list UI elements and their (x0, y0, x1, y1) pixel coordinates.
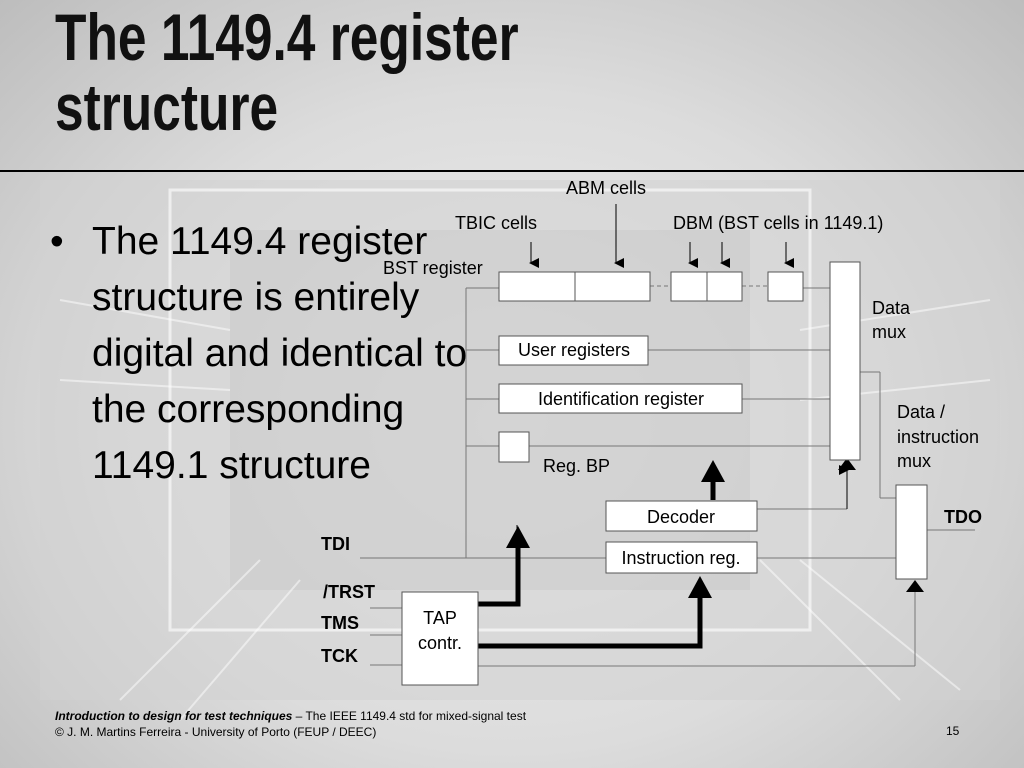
slide-title-line-1: The 1149.4 register (55, 0, 519, 74)
bypass-register-box (498, 431, 530, 463)
abm-cell (574, 271, 651, 302)
page-number: 15 (946, 724, 960, 738)
dbm-cells-label: DBM (BST cells in 1149.1) (673, 213, 883, 233)
decoder-box (605, 500, 758, 532)
data-mux-label-line-2: mux (872, 322, 906, 342)
instruction-reg-label: Instruction reg. (621, 548, 740, 568)
decoder-to-mux-arrowhead (838, 458, 856, 470)
tap-to-tdi-arrowhead (506, 526, 530, 548)
footer-line-1: Introduction to design for test techniqu… (55, 708, 526, 724)
footer-course: Introduction to design for test techniqu… (55, 709, 293, 723)
tap-controller-label-line-2: contr. (418, 633, 462, 653)
signal-lines (360, 285, 975, 667)
tdo-label: TDO (944, 507, 982, 527)
trst-label: /TRST (323, 582, 375, 602)
dbm-cell-2 (706, 271, 743, 302)
footer-separator: – (292, 709, 306, 723)
pointer-arrows (529, 204, 916, 590)
slide-footer: Introduction to design for test techniqu… (55, 708, 526, 740)
data-instruction-mux-box (895, 484, 928, 580)
slide-title-line-2: structure (55, 70, 279, 144)
tap-controller-label-line-1: TAP (423, 608, 457, 628)
user-registers-label: User registers (518, 340, 630, 360)
bst-register-cells (498, 271, 804, 302)
identification-register-box (498, 383, 743, 414)
data-instruction-mux-label-line-1: Data / (897, 402, 945, 422)
bst-register-label: BST register (383, 258, 483, 278)
dbm-cell-3 (767, 271, 804, 302)
tms-label: TMS (321, 613, 359, 633)
title-divider (0, 170, 1024, 172)
data-mux-box (829, 261, 861, 461)
dbm-cell-1 (670, 271, 708, 302)
tap-to-mux-arrowhead (906, 580, 924, 592)
data-instruction-mux-label-line-2: instruction (897, 427, 979, 447)
footer-copyright: © J. M. Martins Ferreira - University of… (55, 725, 377, 739)
tbic-cells-label: TBIC cells (455, 213, 537, 233)
user-registers-box (498, 335, 649, 366)
tap-to-instruction-arrowhead (688, 576, 712, 598)
tbic-cell (498, 271, 576, 302)
tap-controller-box (401, 591, 479, 686)
slide-title: The 1149.4 register structure (55, 2, 519, 142)
identification-register-label: Identification register (538, 389, 704, 409)
data-instruction-mux-label-line-3: mux (897, 451, 931, 471)
footer-topic: The IEEE 1149.4 std for mixed-signal tes… (305, 709, 527, 723)
decoder-to-bp-arrowhead (701, 460, 725, 482)
tdi-label: TDI (321, 534, 350, 554)
decoder-label: Decoder (647, 507, 715, 527)
data-mux-label-line-1: Data (872, 298, 911, 318)
reg-bp-label: Reg. BP (543, 456, 610, 476)
bullet-marker: • (50, 220, 64, 263)
abm-cells-label: ABM cells (566, 178, 646, 198)
instruction-register-box (605, 541, 758, 574)
tck-label: TCK (321, 646, 358, 666)
bullet-text: The 1149.4 register structure is entirel… (92, 220, 468, 487)
